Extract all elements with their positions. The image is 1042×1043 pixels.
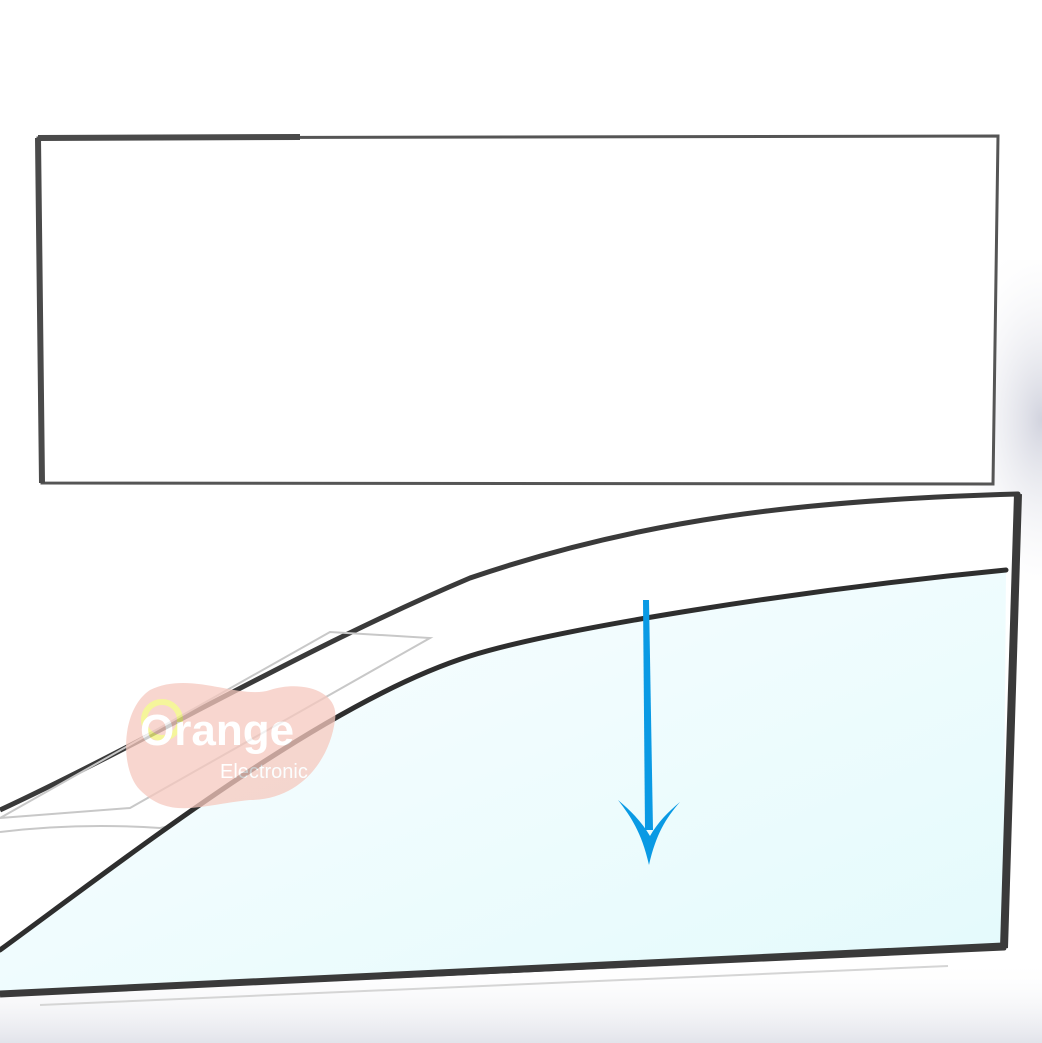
window-glass-top-edge <box>0 567 1009 953</box>
top-panel <box>36 134 1000 486</box>
window-glass-bottom-edge <box>0 942 1004 998</box>
window-frame-right-edge <box>1000 493 1022 949</box>
orange-electronic-logo: Orange Electronic <box>126 682 336 809</box>
logo-o <box>141 699 183 741</box>
window-glass <box>0 570 1006 994</box>
logo-sub-text: Electronic <box>220 761 308 783</box>
arrow-down-icon <box>618 600 680 865</box>
logo-brand-text: Orange <box>140 706 294 755</box>
frame-trim-line-2 <box>0 821 191 833</box>
arrow-shaft <box>643 600 653 830</box>
window-bottom-reflection <box>39 965 949 1006</box>
top-panel-left-edge <box>35 134 301 484</box>
arrow-head <box>618 800 680 865</box>
